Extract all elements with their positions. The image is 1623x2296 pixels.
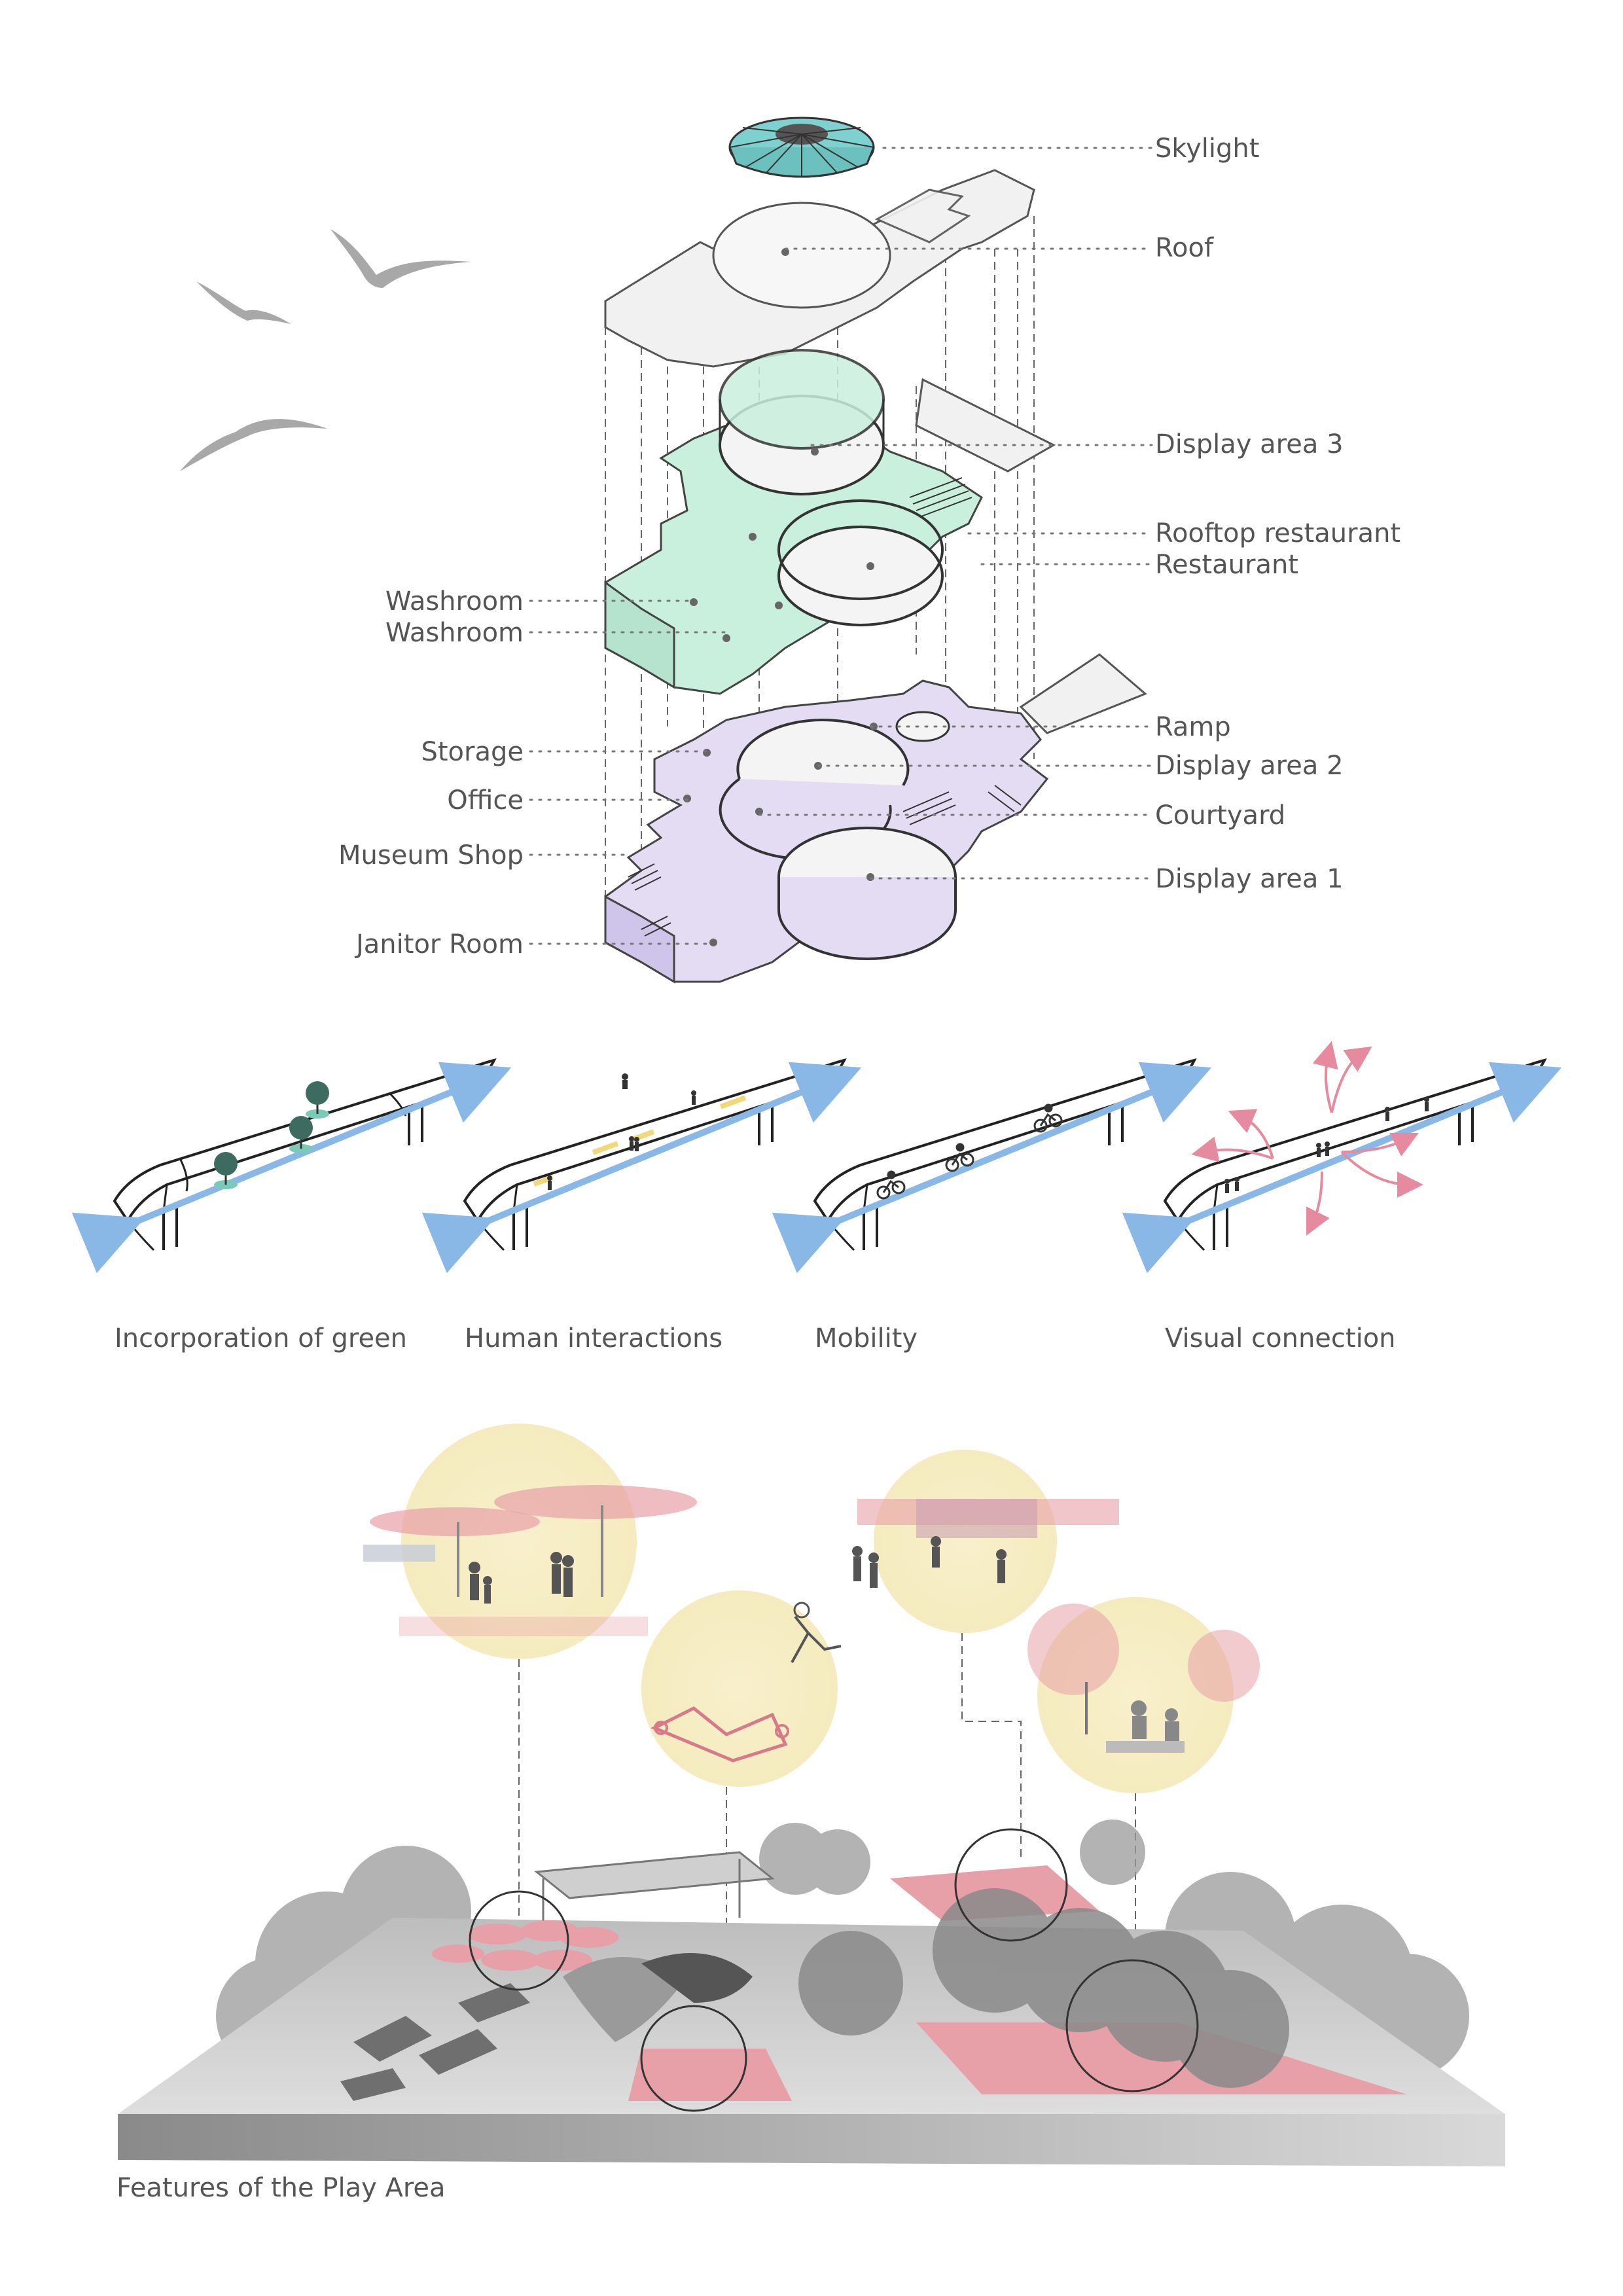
label-display-area-3: Display area 3	[1155, 429, 1344, 459]
bird-icon	[180, 419, 327, 471]
bridge-visual	[1122, 1041, 1562, 1274]
leaders-left	[529, 600, 728, 945]
callout-bubble-jump	[641, 1590, 842, 1787]
tree-icon	[1171, 1970, 1289, 2088]
play-area: Features of the Play Area	[116, 1424, 1505, 2203]
tree-icon	[805, 1829, 870, 1895]
upper-floor	[604, 349, 1056, 695]
tree-icon	[214, 1152, 238, 1189]
bridge-mobility	[772, 1058, 1212, 1274]
pedestrian-icon	[691, 1090, 696, 1105]
exploded-axonometric: Skylight Roof Display area 3 Rooftop res…	[338, 117, 1400, 984]
pedestrian-icon	[1131, 1700, 1179, 1741]
ground-slab-front	[118, 2114, 1505, 2166]
pedestrian-icon	[550, 1552, 574, 1597]
cyclist-icon	[945, 1143, 974, 1172]
tree-icon	[289, 1116, 313, 1153]
label-janitor-room: Janitor Room	[354, 929, 524, 960]
cyclist-icon	[1033, 1103, 1063, 1133]
label-display-area-2: Display area 2	[1155, 751, 1344, 781]
caption-mobility: Mobility	[815, 1323, 918, 1354]
pedestrian-icon	[547, 1175, 552, 1190]
label-office: Office	[447, 785, 524, 816]
label-storage: Storage	[421, 737, 524, 767]
caption-visual-connection: Visual connection	[1165, 1323, 1396, 1354]
caption-play-area: Features of the Play Area	[116, 2173, 446, 2203]
skylight	[728, 117, 875, 178]
pedestrian-icon	[622, 1073, 628, 1089]
highlight-circles	[469, 1828, 1199, 2112]
arrow-icon	[1191, 1041, 1423, 1236]
leaders-right	[758, 147, 1153, 880]
pedestrian-icon	[1316, 1141, 1330, 1157]
bridge-green	[71, 1058, 512, 1274]
label-washroom-upper: Washroom	[385, 586, 524, 617]
bridge-diagrams: Incorporation of green Human interaction…	[71, 1041, 1562, 1354]
callout-bubble-shade	[363, 1424, 697, 1659]
cyclist-icon	[876, 1170, 906, 1200]
play-structures	[340, 1953, 753, 2101]
birds-group	[180, 229, 471, 471]
pedestrian-icon	[1424, 1097, 1429, 1111]
foreground-trees	[798, 1888, 1289, 2088]
pedestrian-icon	[1224, 1177, 1240, 1193]
label-washroom-lower: Washroom	[385, 618, 524, 648]
canopy-structure	[534, 1851, 775, 1937]
tree-icon	[798, 1931, 903, 2036]
label-rooftop-restaurant: Rooftop restaurant	[1155, 518, 1400, 548]
label-ramp: Ramp	[1155, 712, 1231, 742]
pedestrian-icon	[629, 1136, 639, 1151]
bird-icon	[330, 229, 471, 288]
roof-plate	[604, 169, 1035, 368]
label-museum-shop: Museum Shop	[338, 840, 524, 870]
bird-icon	[196, 281, 291, 324]
label-restaurant: Restaurant	[1155, 550, 1298, 580]
tree-icon	[306, 1081, 329, 1119]
pedestrian-icon	[996, 1549, 1007, 1583]
pedestrian-icon	[1385, 1107, 1390, 1121]
callout-bubble-picnic	[1027, 1597, 1260, 1793]
pedestrian-icon	[469, 1562, 492, 1604]
pedestrian-icon	[852, 1546, 879, 1588]
label-display-area-1: Display area 1	[1155, 864, 1344, 894]
caption-incorporation-of-green: Incorporation of green	[115, 1323, 407, 1354]
pedestrian-icon	[931, 1536, 941, 1568]
bridge-human	[421, 1058, 862, 1274]
label-courtyard: Courtyard	[1155, 800, 1285, 831]
tree-icon	[1080, 1820, 1145, 1885]
label-skylight: Skylight	[1155, 134, 1259, 164]
callout-bubble-canopy	[852, 1450, 1119, 1633]
label-roof: Roof	[1155, 233, 1214, 263]
ground-floor	[604, 653, 1147, 984]
caption-human-interactions: Human interactions	[465, 1323, 722, 1354]
